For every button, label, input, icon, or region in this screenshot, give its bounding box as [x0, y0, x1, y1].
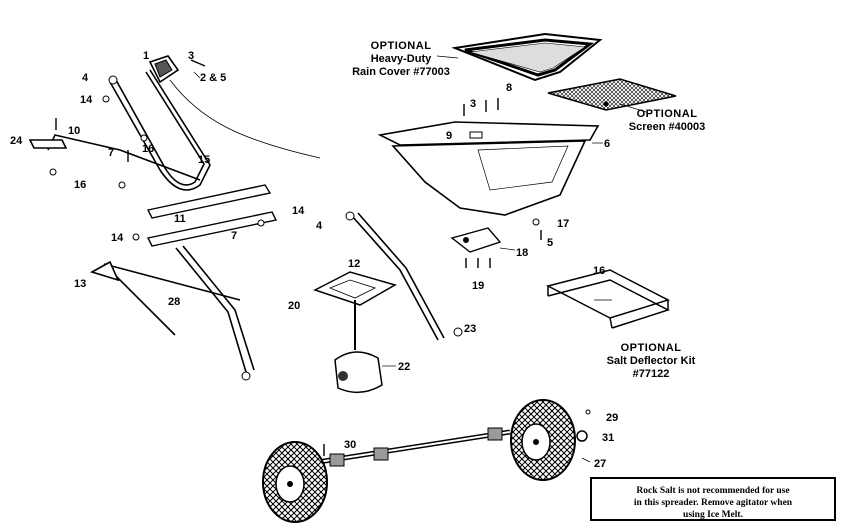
part-number-14-right: 14	[292, 205, 305, 217]
salt-deflector-callout: OPTIONAL Salt Deflector Kit #77122	[596, 342, 706, 381]
part-number-6: 6	[604, 138, 611, 150]
gate-plate	[450, 227, 502, 253]
handle-grip	[148, 55, 180, 84]
part-number-4: 4	[82, 72, 89, 84]
part-number-7-lower: 7	[231, 230, 238, 242]
rock-salt-notice: Rock Salt is not recommended for use in …	[590, 477, 836, 521]
part-number-14-left: 14	[111, 232, 124, 244]
washer	[576, 430, 588, 442]
part-number-4-right: 4	[316, 220, 323, 232]
part-number-23: 23	[464, 323, 477, 335]
screen-line-1: Screen #40003	[628, 121, 706, 133]
gearbox	[334, 351, 383, 394]
part-number-16-lower: 16	[74, 179, 87, 191]
part-number-3-right: 3	[470, 98, 477, 110]
hopper	[377, 121, 600, 216]
frame-leg-right	[351, 212, 445, 341]
part-number-5: 5	[547, 237, 554, 249]
rain-cover-line-1: Heavy-Duty	[370, 53, 432, 65]
part-number-22: 22	[398, 361, 411, 373]
control-cable	[169, 79, 321, 159]
part-number-9: 9	[446, 130, 453, 142]
part-number-31: 31	[602, 432, 615, 444]
rain-cover	[451, 32, 603, 82]
notice-line-3: using Ice Melt.	[683, 510, 743, 520]
part-number-8: 8	[506, 82, 513, 94]
frame-leg-left	[175, 245, 255, 373]
part-number-19: 19	[472, 280, 485, 292]
salt-deflector-line-2: #77122	[632, 368, 670, 380]
cross-brace	[146, 184, 278, 247]
screen-callout: OPTIONAL Screen #40003	[622, 108, 712, 134]
part-number-20: 20	[288, 300, 301, 312]
kickstand	[89, 260, 241, 336]
notice-line-2: in this spreader. Remove agitator when	[633, 498, 793, 508]
screen-optional-heading: OPTIONAL	[636, 108, 698, 120]
part-number-3: 3	[188, 50, 195, 62]
part-number-12: 12	[348, 258, 361, 270]
handle-tube	[109, 69, 211, 191]
part-number-1: 1	[143, 50, 150, 62]
leader-lines	[193, 55, 647, 463]
right-wheel	[510, 399, 576, 481]
lower-handle-tube	[28, 134, 201, 181]
part-number-14: 14	[80, 94, 93, 106]
part-number-28: 28	[168, 296, 181, 308]
part-number-30: 30	[344, 439, 357, 451]
part-number-16-right: 16	[593, 265, 606, 277]
rain-cover-optional-heading: OPTIONAL	[370, 40, 432, 52]
screen	[547, 78, 677, 111]
part-number-17: 17	[557, 218, 570, 230]
part-number-2-and-5: 2 & 5	[200, 72, 227, 84]
part-number-7: 7	[108, 147, 115, 159]
part-number-10: 10	[68, 125, 81, 137]
axle	[317, 429, 511, 465]
part-number-18: 18	[516, 247, 529, 259]
part-number-16: 16	[142, 143, 155, 155]
axle-bushings	[329, 427, 503, 467]
bolts	[55, 59, 542, 456]
salt-deflector-optional-heading: OPTIONAL	[620, 342, 682, 354]
part-number-15: 15	[198, 154, 211, 166]
part-number-27: 27	[594, 458, 607, 470]
part-number-13: 13	[74, 278, 87, 290]
spreader-plate	[313, 271, 397, 350]
part-number-29: 29	[606, 412, 619, 424]
part-number-11: 11	[174, 213, 186, 225]
notice-line-1: Rock Salt is not recommended for use	[636, 486, 790, 496]
salt-deflector-line-1: Salt Deflector Kit	[606, 355, 696, 367]
part-number-24: 24	[10, 135, 23, 147]
salt-deflector	[545, 269, 670, 329]
left-wheel	[262, 441, 328, 523]
hardware-fasteners	[49, 75, 591, 415]
rain-cover-line-2: Rain Cover #77003	[352, 66, 450, 78]
rain-cover-callout: OPTIONAL Heavy-Duty Rain Cover #77003	[346, 40, 456, 79]
